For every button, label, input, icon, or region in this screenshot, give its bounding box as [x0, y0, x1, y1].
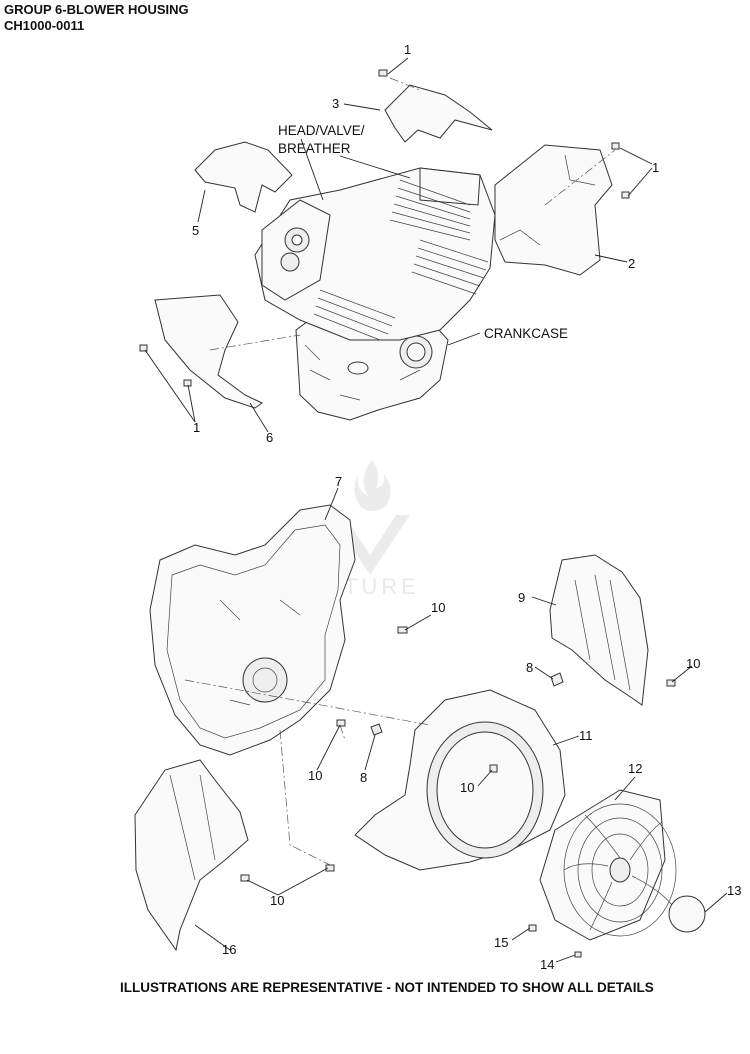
callout-6: 6	[266, 430, 273, 445]
diagram-code: CH1000-0011	[4, 18, 85, 33]
part-7-blower-housing	[149, 504, 356, 756]
part-5-side-shroud	[194, 141, 293, 213]
callout-14: 14	[540, 957, 554, 972]
head-valve-label-line1: HEAD/VALVE/	[278, 123, 365, 138]
fasteners-lower	[240, 626, 676, 958]
head-valve-label-line2: BREATHER	[278, 141, 351, 156]
callout-2: 2	[628, 256, 635, 271]
callout-10: 10	[431, 600, 445, 615]
callout-8: 8	[360, 770, 367, 785]
part-2-right-shroud	[494, 144, 613, 276]
callout-1: 1	[404, 42, 411, 57]
callout-1: 1	[652, 160, 659, 175]
part-9-right-guard	[549, 554, 649, 706]
part-16-left-guard	[134, 759, 249, 952]
callout-5: 5	[192, 223, 199, 238]
part-13-cap	[668, 895, 706, 933]
diagram-title: GROUP 6-BLOWER HOUSING	[4, 2, 189, 17]
callout-12: 12	[628, 761, 642, 776]
callout-9: 9	[518, 590, 525, 605]
callout-15: 15	[494, 935, 508, 950]
part-6-lower-shroud	[154, 294, 263, 409]
part-11-fan-housing	[354, 689, 566, 871]
part-12-fan-grill	[539, 789, 677, 941]
word-labels: HEAD/VALVE/ BREATHER CRANKCASE	[278, 123, 568, 341]
callout-10: 10	[308, 768, 322, 783]
diagram-header: GROUP 6-BLOWER HOUSING CH1000-0011	[4, 2, 189, 34]
callout-11: 11	[579, 728, 593, 743]
callout-8: 8	[526, 660, 533, 675]
disclaimer-footer: ILLUSTRATIONS ARE REPRESENTATIVE - NOT I…	[120, 980, 654, 995]
callout-labels: 1 3 1 2 5 1 6 7 9 10 8 10 11 10 8 10 12 …	[192, 42, 741, 972]
callout-7: 7	[335, 474, 342, 489]
callout-16: 16	[222, 942, 236, 957]
part-1-screws	[139, 69, 630, 387]
part-3-top-shroud	[384, 84, 493, 143]
callout-3: 3	[332, 96, 339, 111]
callout-1: 1	[193, 420, 200, 435]
callout-13: 13	[727, 883, 741, 898]
callout-10: 10	[460, 780, 474, 795]
crankcase-label: CRANKCASE	[484, 326, 568, 341]
engine-crankcase-drawing	[254, 167, 496, 421]
callout-10: 10	[686, 656, 700, 671]
callout-10: 10	[270, 893, 284, 908]
